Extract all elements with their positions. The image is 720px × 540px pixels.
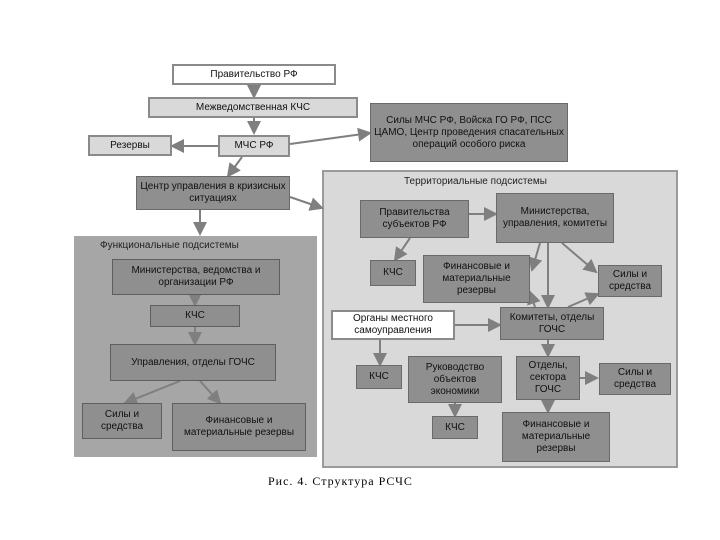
arrow-crisis-to-territorial [289, 196, 324, 211]
arrow-ministries-to-forces1 [561, 242, 598, 274]
forces-mchs-box: Силы МЧС РФ, Войска ГО РФ, ПСС ЦАМО, Цен… [370, 103, 568, 162]
functional-ministries-box: Министерства, ведомства и организации РФ [112, 259, 280, 295]
sectors-gochs-box: Отделы, сектора ГОЧС [516, 356, 580, 400]
arrow-subject-gov-to-kchs1 [393, 237, 411, 262]
arrow-departments-to-reserves [199, 380, 222, 405]
arrow-mchs-to-forces [289, 127, 372, 145]
arrow-committees-to-forces1 [567, 292, 600, 308]
functional-fin-reserves-box: Финансовые и материальные резервы [172, 403, 306, 451]
functional-departments-box: Управления, отделы ГОЧС [110, 344, 276, 381]
territorial-fin-reserves1-box: Финансовые и материальные резервы [423, 255, 530, 303]
enterprise-heads-box: Руководство объектов экономики [408, 356, 502, 403]
arrow-ministries-to-fin-reserves1 [528, 242, 543, 272]
committees-gochs-box: Комитеты, отделы ГОЧС [500, 307, 604, 340]
territorial-forces2-box: Силы и средства [599, 363, 671, 395]
territorial-ministries-box: Министерства, управления, комитеты [496, 193, 614, 243]
territorial-kchs3-box: КЧС [432, 416, 478, 439]
territorial-fin-reserves2-box: Финансовые и материальные резервы [502, 412, 610, 462]
functional-kchs-box: КЧС [150, 305, 240, 327]
territorial-subsystems-title: Территориальные подсистемы [404, 176, 547, 187]
government-rf-box: Правительство РФ [172, 64, 336, 85]
arrow-committees-to-fin-reserves1 [527, 290, 541, 308]
subject-gov-box: Правительства субъектов РФ [360, 200, 469, 238]
functional-subsystems-title: Функциональные подсистемы [100, 240, 239, 251]
interagency-kchs-box: Межведомственная КЧС [148, 97, 358, 118]
territorial-kchs1-box: КЧС [370, 260, 416, 286]
arrow-departments-to-forces [123, 380, 181, 406]
mchs-rf-box: МЧС РФ [218, 135, 290, 157]
reserves-box: Резервы [88, 135, 172, 156]
local-gov-box: Органы местного самоуправления [331, 310, 455, 340]
territorial-forces1-box: Силы и средства [598, 265, 662, 297]
territorial-kchs2-box: КЧС [356, 365, 402, 389]
arrow-mchs-to-crisis-center [226, 156, 243, 178]
functional-forces-box: Силы и средства [82, 403, 162, 439]
crisis-center-box: Центр управления в кризисных ситуациях [136, 176, 290, 210]
figure-caption: Рис. 4. Структура РСЧС [268, 474, 413, 488]
